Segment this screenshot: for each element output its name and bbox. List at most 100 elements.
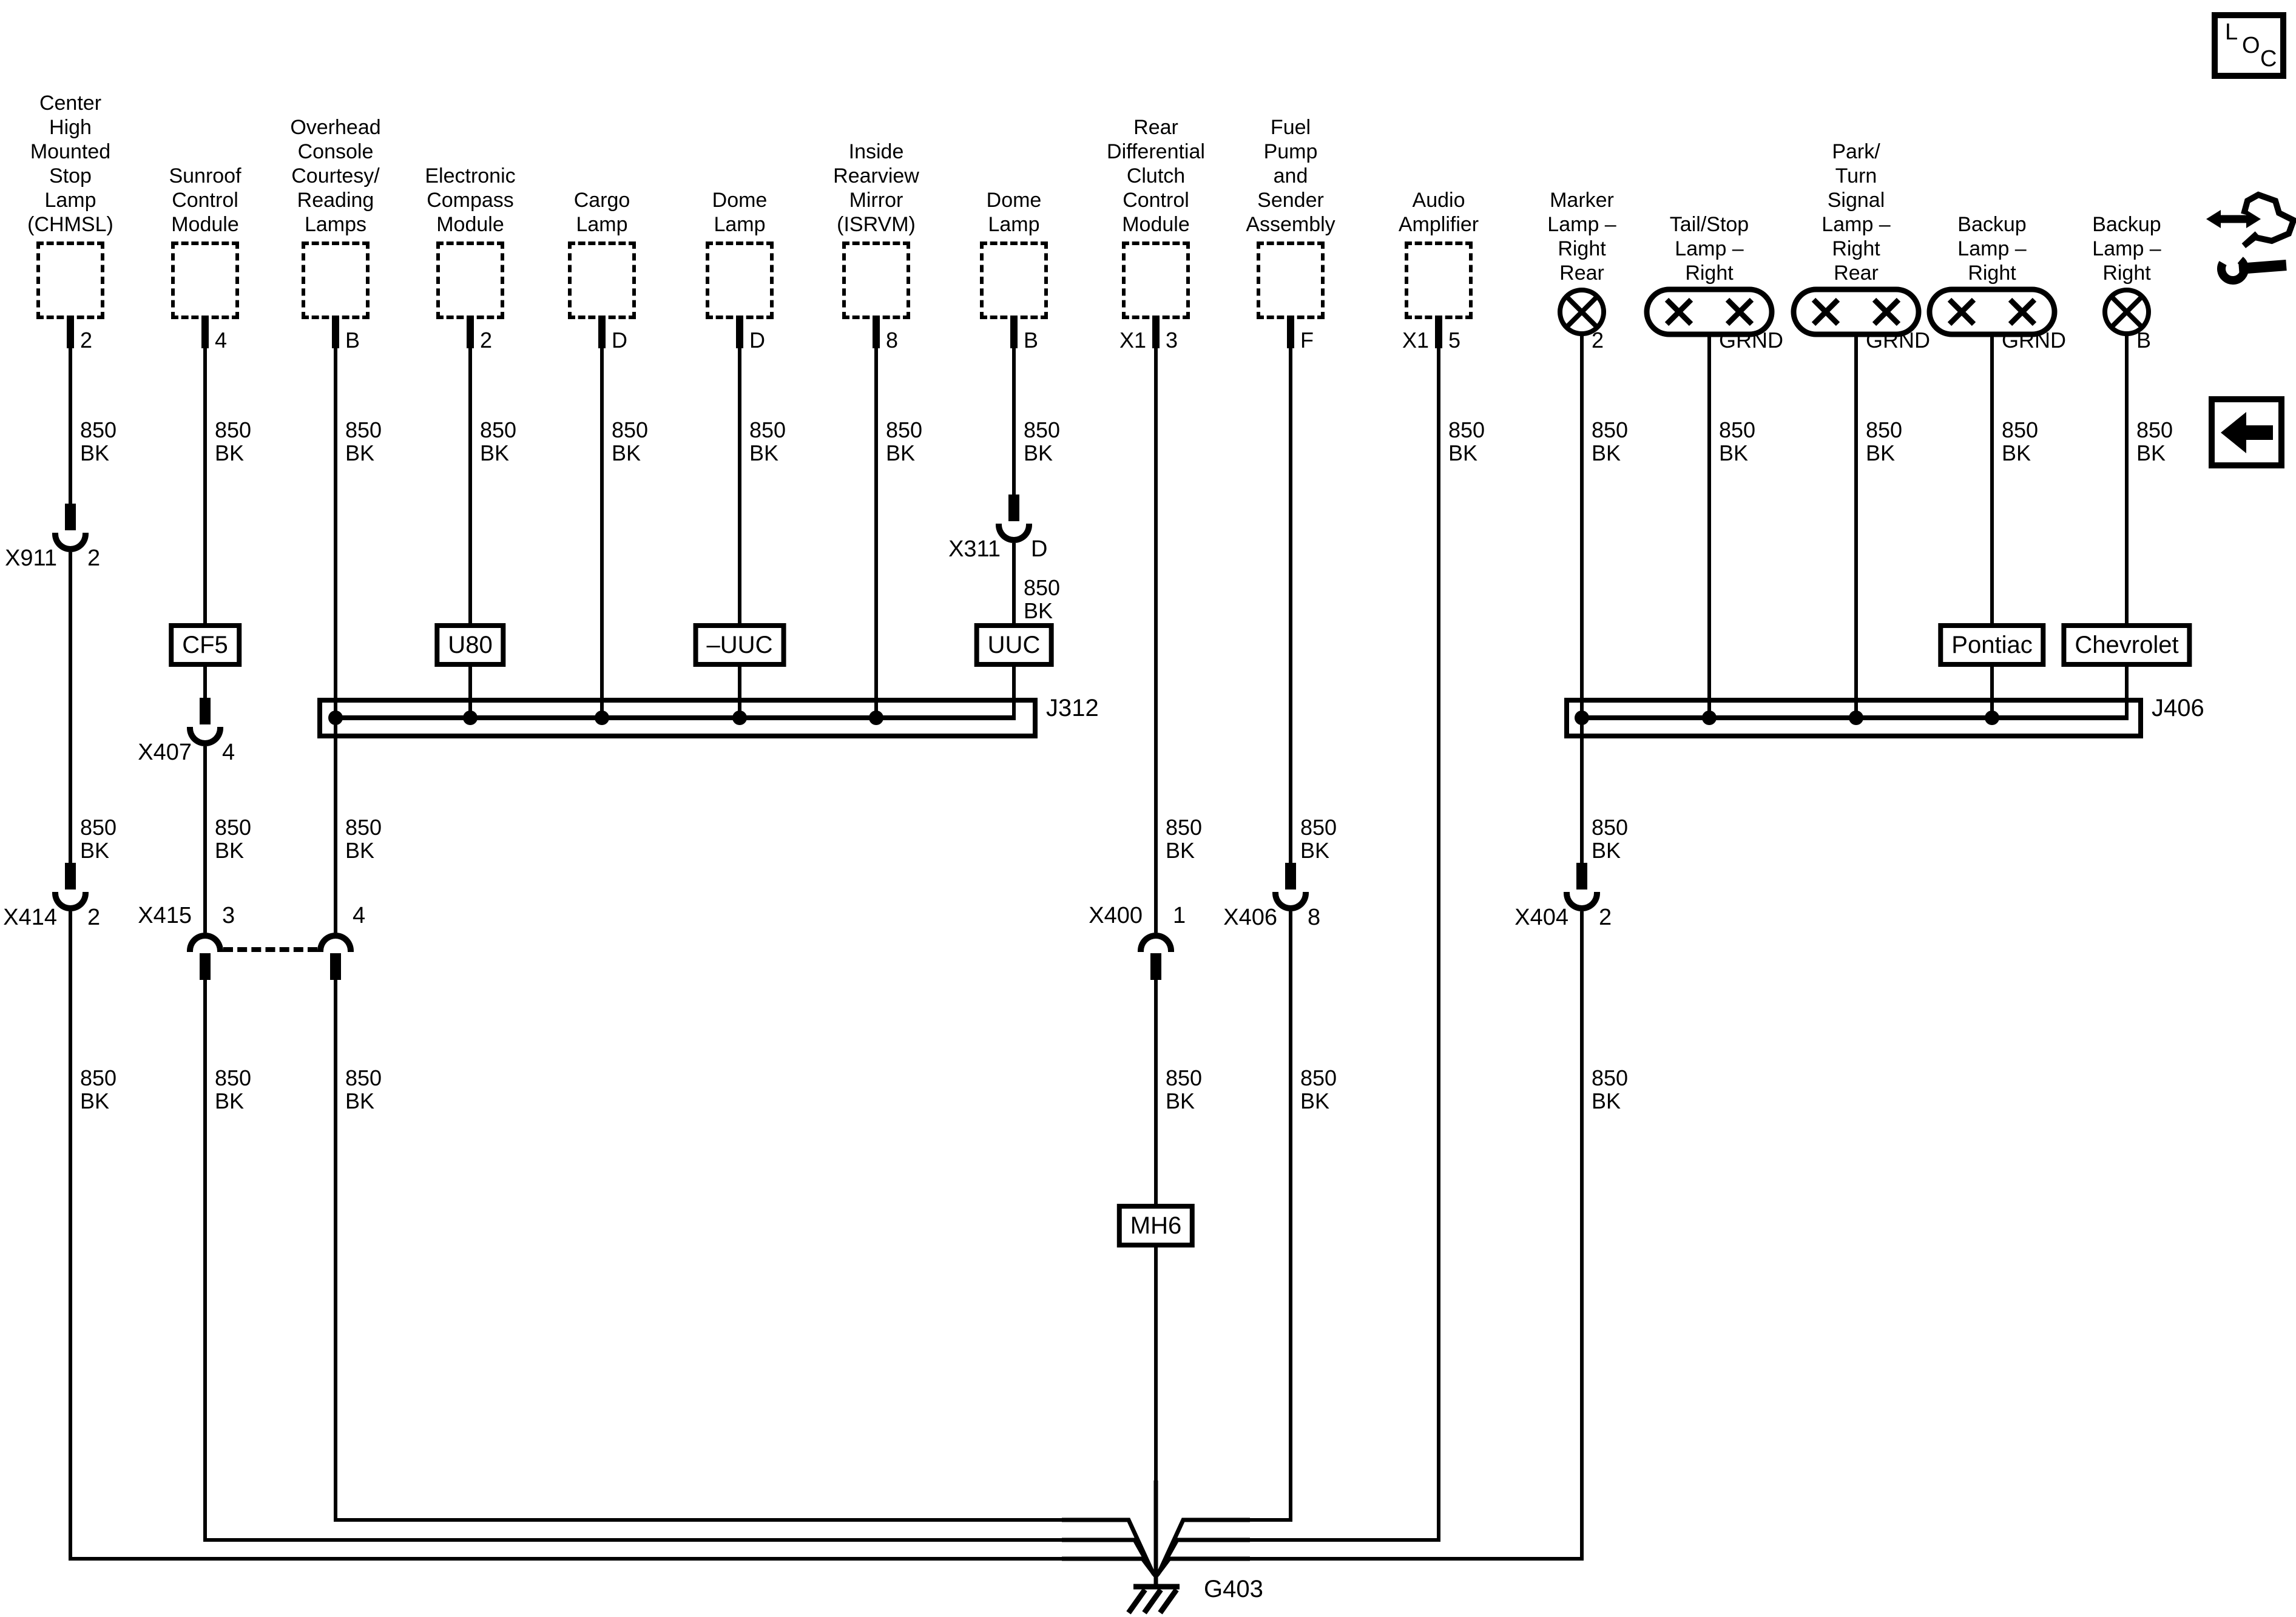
connector-pin-number: 2 <box>87 905 101 930</box>
connector-socket-icon <box>1138 933 1174 952</box>
splice-junction-dot <box>595 711 609 725</box>
pin-label: X1 <box>1402 328 1429 353</box>
connector-name: X415 <box>138 903 192 928</box>
component-box <box>842 241 910 319</box>
pin-label: B <box>1024 328 1039 353</box>
wrench-arrow-icon[interactable] <box>2206 191 2296 288</box>
splice-junction-dot <box>1849 711 1863 725</box>
component-box <box>1257 241 1325 319</box>
wire-segment <box>203 319 207 698</box>
wire-segment <box>1990 334 1994 720</box>
wire-segment <box>69 1557 1062 1561</box>
connector-pin <box>1285 863 1296 890</box>
connector-dashed-link <box>223 947 317 952</box>
option-box: Chevrolet <box>2061 623 2192 667</box>
pin-label: GRND <box>2002 328 2066 353</box>
pin-label: 4 <box>215 328 228 353</box>
pin-label: F <box>1300 328 1314 353</box>
pin-label: D <box>612 328 627 353</box>
connector-pin <box>200 698 211 724</box>
wire-segment <box>600 319 604 720</box>
inline-device-box: MH6 <box>1116 1204 1195 1247</box>
component-box <box>706 241 774 319</box>
back-button[interactable] <box>2209 396 2284 468</box>
splice-junction-dot <box>869 711 883 725</box>
pin-label: X1 <box>1119 328 1146 353</box>
loc-letter-o: O <box>2242 33 2260 58</box>
pin-label: 8 <box>886 328 899 353</box>
splice-junction-dot <box>732 711 747 725</box>
pin-label: 2 <box>80 328 93 353</box>
wire-segment <box>2125 334 2129 720</box>
wire-segment <box>203 980 207 1542</box>
component-box <box>1405 241 1473 319</box>
connector-socket-icon <box>1564 892 1600 911</box>
connector-name: X911 <box>5 545 57 571</box>
component-box <box>36 241 104 319</box>
connector-socket-icon <box>317 933 354 952</box>
component-box <box>980 241 1048 319</box>
pin-label: 2 <box>480 328 493 353</box>
wire-segment <box>203 1538 1062 1542</box>
splice-label: J312 <box>1046 695 1099 721</box>
splice-junction-dot <box>1702 711 1717 725</box>
left-arrow-icon <box>2221 412 2273 453</box>
option-box: U80 <box>434 623 506 667</box>
connector-pin <box>1150 953 1161 980</box>
connector-name: X404 <box>1514 905 1568 930</box>
component-box <box>1122 241 1190 319</box>
connector-pin-number: 4 <box>222 740 235 765</box>
connector-name: X311 <box>948 536 1001 562</box>
ground-symbol-icon <box>1062 1480 1250 1617</box>
loc-letter-c: C <box>2260 46 2277 72</box>
wire-segment <box>874 319 878 720</box>
wire-segment <box>69 911 72 1561</box>
wire-segment <box>1250 1557 1584 1561</box>
pin-label: GRND <box>1866 328 1930 353</box>
pin-label: B <box>345 328 360 353</box>
connector-pin-number: 8 <box>1308 905 1321 930</box>
wire-segment <box>69 552 72 863</box>
connector-name: X400 <box>1089 903 1143 928</box>
connector-socket-icon <box>187 727 223 746</box>
wire-segment <box>334 319 337 933</box>
connector-pin-number: 2 <box>87 545 101 571</box>
loc-letter-l: L <box>2225 19 2238 45</box>
splice-bus <box>336 715 1014 720</box>
wire-segment <box>1289 911 1292 1522</box>
connector-pin-number: 1 <box>1173 903 1186 928</box>
component-box <box>568 241 636 319</box>
wire-segment <box>334 980 337 1522</box>
option-box: UUC <box>974 623 1054 667</box>
component-box <box>302 241 370 319</box>
wire-segment <box>1580 334 1584 863</box>
